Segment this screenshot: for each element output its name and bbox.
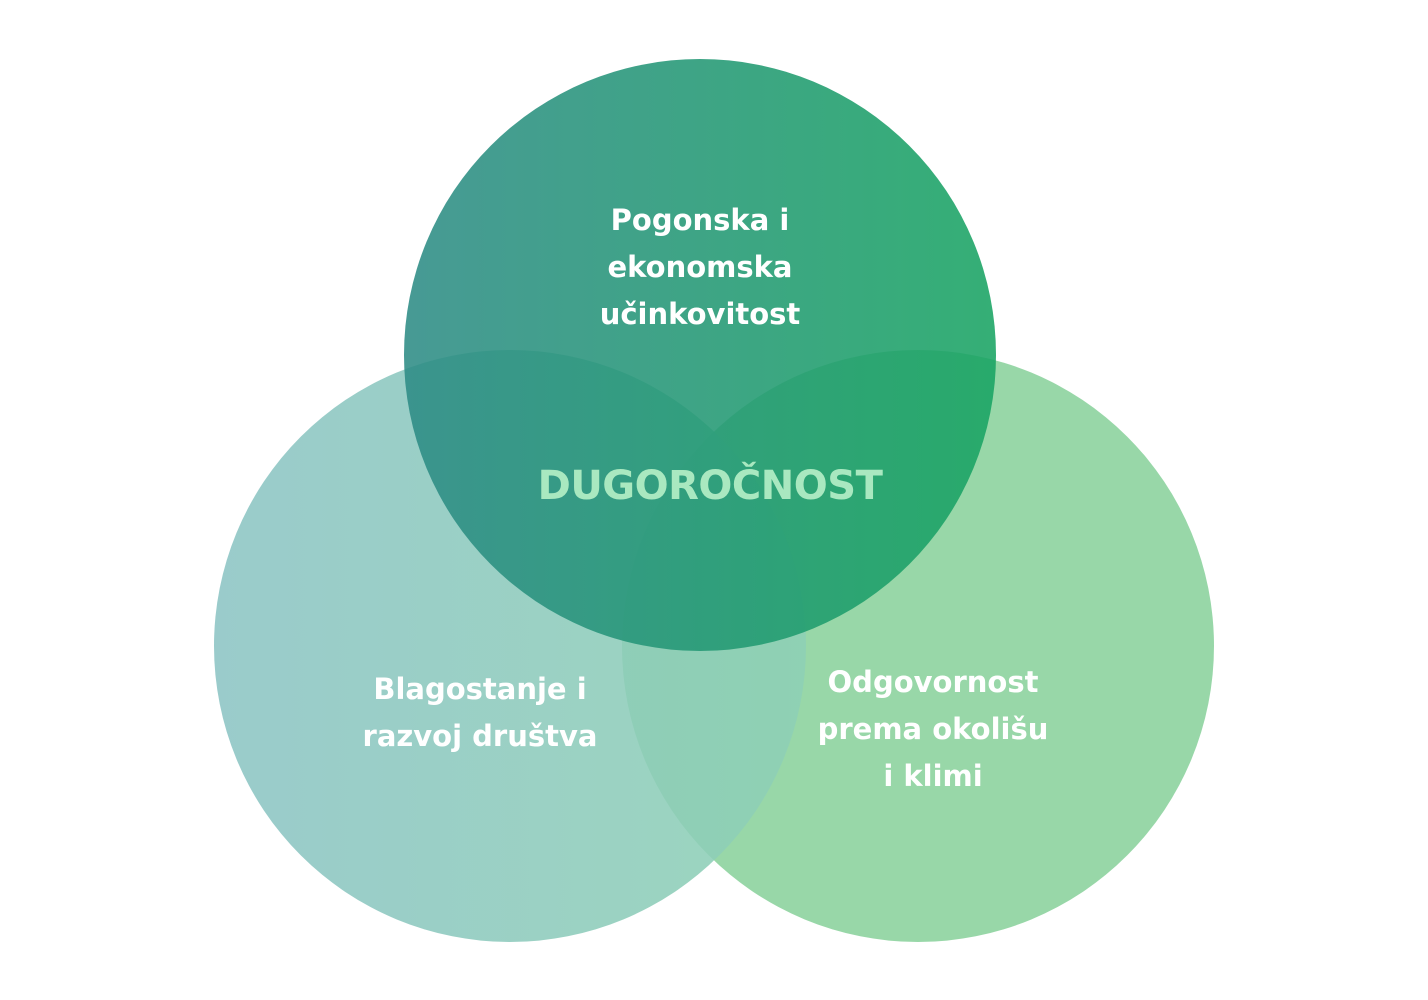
label-line: i klimi xyxy=(883,759,983,793)
label-line: učinkovitost xyxy=(599,297,801,331)
label-line: razvoj društva xyxy=(362,719,598,753)
center-label: DUGOROČNOST xyxy=(537,463,883,509)
label-line: Blagostanje i xyxy=(373,672,587,706)
label-line: Odgovornost xyxy=(827,665,1039,699)
label-efficiency: Pogonska i ekonomska učinkovitost xyxy=(500,197,900,338)
label-line: prema okolišu xyxy=(817,712,1049,746)
circle-efficiency xyxy=(404,59,996,651)
label-environment: Odgovornost prema okolišu i klimi xyxy=(733,659,1133,800)
label-line: ekonomska xyxy=(607,250,793,284)
label-society: Blagostanje i razvoj društva xyxy=(280,666,680,760)
label-line: Pogonska i xyxy=(610,203,790,237)
